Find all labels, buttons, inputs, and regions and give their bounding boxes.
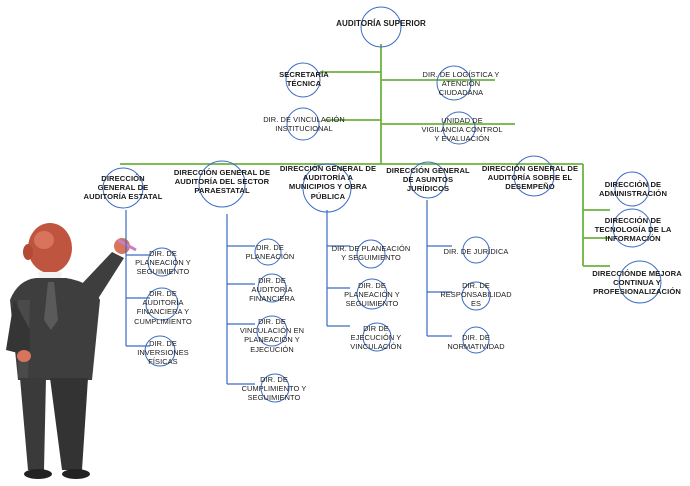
col3-item-2: DIR. DE PLANEACIÓN Y SEGUIMIENTO [344,281,400,309]
col2-item-3: DIR. DE VINCULACIÓN EN PLANEACIÓN Y EJEC… [239,317,305,354]
col3-item-1: DIR. DE PLANEACIÓN Y SEGUIMIENTO [331,244,411,263]
head-1: DIRECCIÓN GENERAL DE AUDITORÍA ESTATAL [83,174,163,202]
col4-item-3: DIR. DE NORMATIVIDAD [447,333,505,352]
col2-item-1: DIR. DE PLANEACIÓN [245,243,295,262]
col2-item-2: DIR. DE AUDITORÍA FINANCIERA [249,276,295,304]
staff-left-2: DIR. DE VINCULACIÓN INSTITUCIONAL [263,115,345,134]
col1-item-3: DIR. DE INVERSIONES FÍSICAS [137,339,189,367]
head-2: DIRECCIÓN GENERAL DE AUDITORÍA DEL SECTO… [173,168,271,196]
right-dir-1: DIRECCIÓN DE ADMINISTRACIÓN [598,180,668,199]
root-node-label: AUDITORÍA SUPERIOR [336,19,426,28]
col3-item-3: DIR DE EJECUCIÓN Y VINCULACIÓN [350,324,402,352]
col1-item-1: DIR. DE PLANEACIÓN Y SEGUIMIENTO [135,249,191,277]
staff-left-1: SECRETARÍA TÉCNICA [279,70,329,89]
staff-right-2: UNIDAD DE VIGILANCIA CONTROL Y EVALUACIÓ… [421,116,503,144]
col2-item-4: DIR. DE CUMPLIMIENTO Y SEGUIMIENTO [241,375,307,403]
right-dir-3: DIRECCIÓNDE MEJORA CONTINUA Y PROFESIONA… [592,269,682,297]
businessman-illustration [6,223,137,479]
node-circles [102,6,662,403]
col4-item-1: DIR. DE JURÍDICA [443,247,509,256]
staff-right-1: DIR. DE LOGÍSTICA Y ATENCIÓN CIUDADANA [422,70,500,98]
head-3: DIRECCIÓN GENERAL DE AUDITORÍA A MUNICIP… [279,164,377,201]
green-connectors [120,44,610,267]
col1-item-2: DIR. DE AUDITORÍA FINANCIERA Y CUMPLIMIE… [134,289,192,326]
col4-item-2: DIR. DE RESPONSABILIDAD ES [440,281,512,309]
head-5: DIRECCIÓN GENERAL DE AUDITORÍA SOBRE EL … [481,164,579,192]
head-4: DIRECCIÓN GENERAL DE ASUNTOS JURÍDICOS [386,166,470,194]
right-dir-2: DIRECCIÓN DE TECNOLOGÍA DE LA INFORMACIÓ… [594,216,672,244]
